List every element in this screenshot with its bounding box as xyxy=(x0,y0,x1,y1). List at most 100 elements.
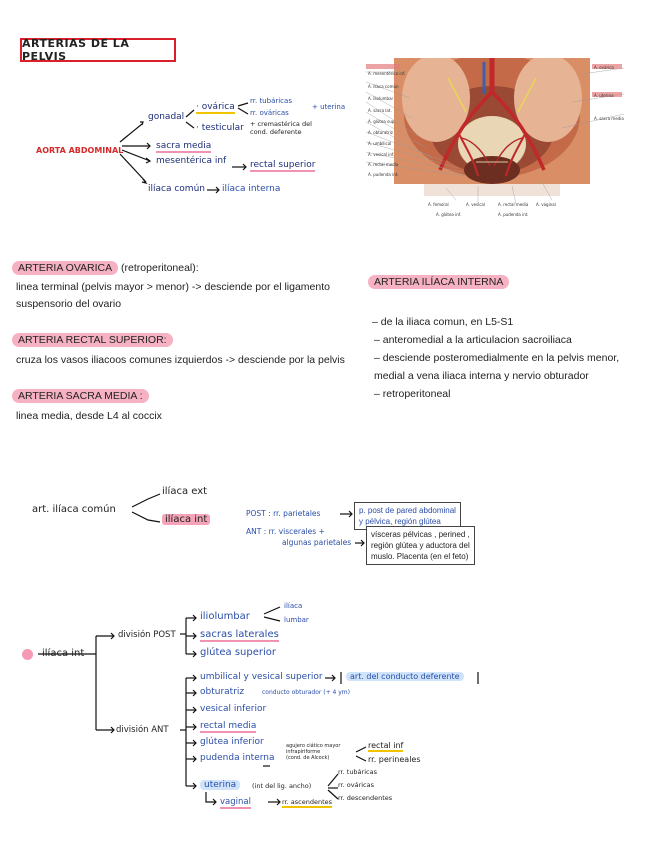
anat-label-ovarica: A. ovárica xyxy=(594,65,614,70)
uterina-sub-tubaricas: rr. tubáricas xyxy=(338,768,377,776)
pelvis-anatomy-illustration xyxy=(366,58,624,224)
ovarica-label: · ovárica xyxy=(196,102,235,112)
iliaca-interna-label: ilíaca interna xyxy=(222,184,280,194)
anat-label-rectal-media-b: A. rectal media xyxy=(498,202,528,207)
iliaca-interna-line-3: – desciende posteromedialmente en la pel… xyxy=(374,350,619,367)
ant-branch-pudenda: pudenda interna xyxy=(200,753,275,763)
rectal-media-text: rectal media xyxy=(200,721,256,733)
anat-label-pudenda-b: A. pudenda int. xyxy=(498,212,529,217)
anat-label-sacra-lat: A. sacra lat. xyxy=(368,108,392,113)
iliaca-comun-label: ilíaca común xyxy=(148,184,205,194)
iliaca-interna-line-1: – de la iliaca comun, en L5-S1 xyxy=(372,314,513,331)
mesenterica-label: mesentérica inf xyxy=(156,156,226,166)
ant-box: vísceras pélvicas , perined , región glú… xyxy=(366,526,475,565)
post-box-line-1: p. post de pared abdominal xyxy=(359,505,456,516)
anat-label-femoral: A. femoral xyxy=(428,202,449,207)
anat-label-sacra-media: A. sacra media xyxy=(594,116,624,121)
anat-label-uterina: A. uterina xyxy=(594,93,614,98)
pudenda-sub-rectal: rectal inf xyxy=(368,741,403,750)
uterina-sub-descendentes: rr. descendentes xyxy=(338,794,392,802)
ant-branch-glutea-inf: glútea inferior xyxy=(200,737,264,747)
uterina-note-3: (int del lig. ancho) xyxy=(252,782,311,790)
sacra-heading: ARTERIA SACRA MEDIA : xyxy=(12,390,149,402)
iliaca-ext-label: ilíaca ext xyxy=(162,486,207,497)
ant-branch-umbilical: umbilical y vesical superior xyxy=(200,672,323,682)
pudenda-note: agujero ciático mayor infrapiriforme (co… xyxy=(286,743,340,761)
iliaca-int-label: ilíaca int xyxy=(162,514,210,525)
testicular-label: · testicular xyxy=(196,123,244,133)
post-branch-iliolumbar: iliolumbar xyxy=(200,611,250,622)
anat-label-iliaca-comun: A. ilíaca común xyxy=(368,84,399,89)
ant-branch-rectal-media: rectal media xyxy=(200,721,256,731)
umbilical-note: art. del conducto deferente xyxy=(346,672,464,681)
anat-label-glutea-sup: A. glútea sup. xyxy=(368,119,396,124)
sacras-laterales-text: sacras laterales xyxy=(200,629,279,642)
post-branch-glutea-sup: glútea superior xyxy=(200,647,276,658)
iliaca-interna-title: ARTERIA ILÍACA INTERNA xyxy=(368,275,509,289)
vaginal-sub: rr. ascendentes xyxy=(282,798,332,806)
ant-parietales-label: algunas parietales xyxy=(282,538,351,547)
iliaca-int-root-label: ilíaca int xyxy=(42,648,84,659)
obturatriz-note: conducto obturador (+ 4 ym) xyxy=(262,689,350,696)
pudenda-sub-perineales: rr. perineales xyxy=(368,755,421,764)
conducto-deferente-text: art. del conducto deferente xyxy=(346,672,464,681)
ovarica-text: · ovárica xyxy=(196,102,235,114)
rectal-title: ARTERIA RECTAL SUPERIOR: xyxy=(12,333,173,347)
anat-label-glutea-inf: A. glútea inf. xyxy=(436,212,461,217)
testicular-note: + cremastérica del cond. deferente xyxy=(250,120,330,136)
art-iliaca-comun-label: art. ilíaca común xyxy=(32,504,116,515)
anat-label-umbilical: A. umbilical xyxy=(368,141,391,146)
anat-label-obturatriz: A. obturatriz xyxy=(368,130,393,135)
vaginal-label: vaginal xyxy=(220,797,251,807)
bullet-dot xyxy=(22,649,33,660)
ovarica-heading: ARTERIA OVARICA (retroperitoneal): xyxy=(12,262,199,274)
anat-label-iliolumbar: A. iliolumbar xyxy=(368,96,393,101)
ovarica-suffix: (retroperitoneal): xyxy=(118,262,199,274)
iliolumbar-sub-lumbar: lumbar xyxy=(284,616,309,624)
ovarica-line-1: linea terminal (pelvis mayor > menor) ->… xyxy=(16,279,330,296)
uterina-text: uterina xyxy=(200,780,240,790)
ovarica-branch-1: rr. tubáricas xyxy=(250,97,292,105)
ant-branch-vesical-inf: vesical inferior xyxy=(200,704,266,714)
iliaca-interna-line-2: – anteromedial a la articulacion sacroil… xyxy=(374,332,572,349)
division-ant-label: división ANT xyxy=(116,725,169,735)
iliaca-interna-line-4: medial a vena iliaca interna y nervio ob… xyxy=(374,368,589,385)
rectal-heading: ARTERIA RECTAL SUPERIOR: xyxy=(12,334,173,346)
ant-viscerales-label: ANT : rr. viscerales + xyxy=(246,527,325,536)
anat-label-pudenda: A. pudenda int. xyxy=(368,172,399,177)
uterina-note: + uterina xyxy=(312,103,345,111)
ant-box-line-1: vísceras pélvicas , perined , xyxy=(371,529,470,540)
iliaca-interna-line-5: – retroperitoneal xyxy=(374,386,450,403)
uterina-sub-ovaricas: rr. ováricas xyxy=(338,781,374,789)
aorta-abdominal-label: AORTA ABDOMINAL xyxy=(36,146,123,155)
ovarica-line-2: suspensorio del ovario xyxy=(16,296,121,313)
gonadal-label: gonadal xyxy=(148,112,184,122)
iliaca-int-highlight: ilíaca int xyxy=(162,514,210,525)
sacra-line-1: linea media, desde L4 al coccix xyxy=(16,408,162,425)
anat-label-rectal-media: A. rectal media xyxy=(368,162,398,167)
ant-branch-obturatriz: obturatriz xyxy=(200,687,244,697)
iliaca-interna-heading: ARTERIA ILÍACA INTERNA xyxy=(368,276,509,288)
sacra-title: ARTERIA SACRA MEDIA : xyxy=(12,389,149,403)
sacra-media-text: sacra media xyxy=(156,141,211,153)
rectal-superior-label: rectal superior xyxy=(250,160,315,170)
post-branch-sacras: sacras laterales xyxy=(200,629,279,640)
rectal-superior-text: rectal superior xyxy=(250,160,315,172)
anat-label-mesenterica: A. mesentérica inf. xyxy=(368,71,405,76)
ovarica-branch-2: rr. ováricas xyxy=(250,109,289,117)
rectal-line-1: cruza los vasos iliacoos comunes izquier… xyxy=(16,352,345,369)
vaginal-text: vaginal xyxy=(220,797,251,809)
anat-label-vesical-inf: A. vesical inf. xyxy=(368,152,394,157)
division-post-label: división POST xyxy=(118,630,176,640)
post-parietales-label: POST : rr. parietales xyxy=(246,509,320,518)
ant-box-line-2: región glútea y aductora del xyxy=(371,540,470,551)
pudenda-note-3: (cond. de Alcock) xyxy=(286,755,340,761)
anat-label-vaginal: A. vaginal xyxy=(536,202,556,207)
rectal-inf-text: rectal inf xyxy=(368,741,403,752)
ant-branch-uterina: uterina xyxy=(200,780,240,790)
iliolumbar-sub-iliaca: ilíaca xyxy=(284,602,302,610)
ascendentes-text: rr. ascendentes xyxy=(282,798,332,808)
ant-box-line-3: muslo. Placenta (en el feto) xyxy=(371,551,470,562)
sacra-media-label: sacra media xyxy=(156,141,211,151)
anat-label-vesical: A. vesical xyxy=(466,202,485,207)
